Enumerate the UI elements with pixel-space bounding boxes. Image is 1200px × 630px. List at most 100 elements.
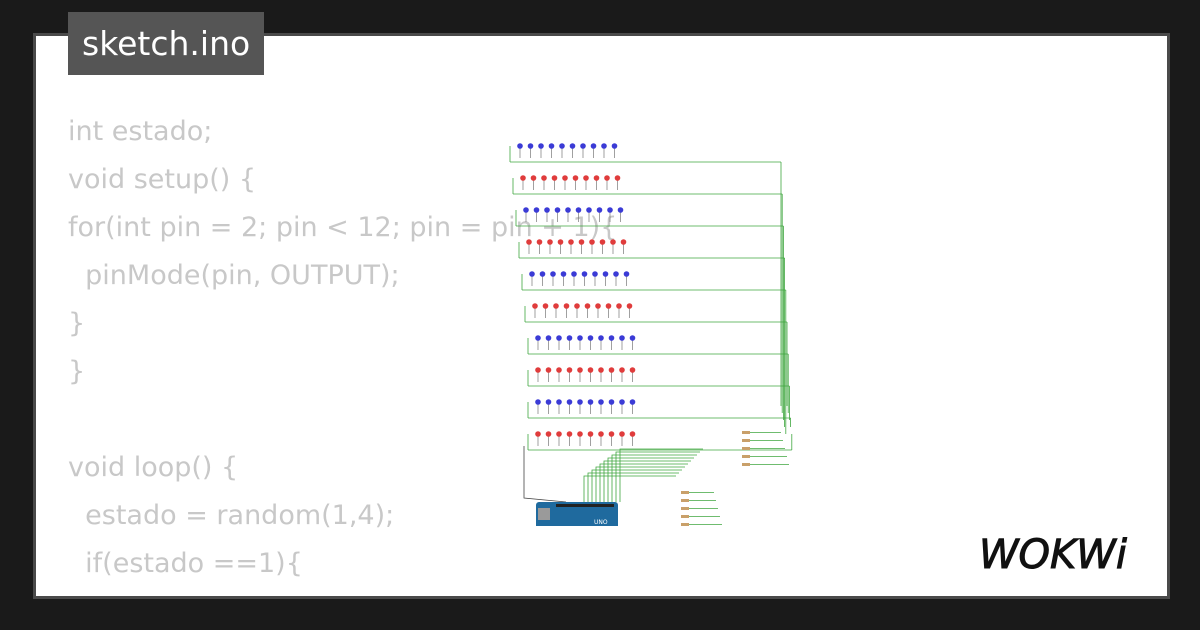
led <box>551 175 558 181</box>
led <box>598 335 604 341</box>
led <box>617 207 624 213</box>
led <box>533 207 540 213</box>
led <box>556 367 562 373</box>
led <box>538 143 544 149</box>
code-line: estado = random(1,4); <box>68 500 395 531</box>
led <box>542 303 549 309</box>
led <box>608 335 615 341</box>
wire <box>595 466 685 502</box>
resistor <box>681 515 689 518</box>
resistor <box>681 523 689 526</box>
led <box>619 367 625 373</box>
led <box>611 143 618 149</box>
led <box>601 143 607 149</box>
led <box>535 399 541 405</box>
led <box>592 271 598 277</box>
led <box>598 431 604 437</box>
led <box>572 175 579 181</box>
led <box>587 335 594 341</box>
led <box>566 335 573 341</box>
led <box>539 271 546 277</box>
led <box>604 175 610 181</box>
led <box>568 239 574 245</box>
led <box>605 303 612 309</box>
code-line: // ESTADO 1 <box>68 588 617 596</box>
code-line: void loop() { <box>68 452 239 483</box>
wire <box>615 451 700 502</box>
led <box>535 431 541 437</box>
led <box>536 239 543 245</box>
led <box>584 303 591 309</box>
code-line: if(estado ==1){ <box>68 548 303 579</box>
resistor <box>742 447 750 450</box>
led <box>619 335 625 341</box>
wire <box>523 446 567 503</box>
led <box>566 399 573 405</box>
led <box>578 239 585 245</box>
led <box>566 431 573 437</box>
led <box>517 143 523 149</box>
wire <box>603 460 691 502</box>
code-line: void setup() { <box>68 164 257 195</box>
led <box>629 335 636 341</box>
led <box>548 143 555 149</box>
resistor <box>742 463 750 466</box>
wire <box>607 457 694 502</box>
led <box>577 431 583 437</box>
led <box>550 271 556 277</box>
led <box>608 431 615 437</box>
led <box>529 271 535 277</box>
led <box>587 399 594 405</box>
led <box>535 367 541 373</box>
board-label: UNO <box>594 519 608 526</box>
led <box>556 431 562 437</box>
resistor <box>681 507 689 510</box>
led <box>577 399 583 405</box>
resistor <box>742 431 750 434</box>
led <box>545 367 552 373</box>
led <box>574 303 580 309</box>
led <box>629 367 636 373</box>
led <box>562 175 568 181</box>
led <box>629 399 636 405</box>
wire <box>611 454 697 502</box>
led <box>577 367 583 373</box>
led <box>553 303 559 309</box>
led <box>626 303 633 309</box>
led <box>520 175 526 181</box>
arduino-uno-icon <box>536 502 618 526</box>
led <box>613 271 619 277</box>
led <box>535 335 541 341</box>
wokwi-logo-icon: WOKWi <box>979 532 1127 579</box>
resistor <box>742 455 750 458</box>
led <box>544 207 550 213</box>
led <box>608 367 615 373</box>
led <box>547 239 553 245</box>
led <box>587 431 594 437</box>
code-line: int estado; <box>68 116 213 147</box>
led <box>619 399 625 405</box>
led <box>607 207 613 213</box>
led <box>616 303 622 309</box>
code-line: } <box>68 356 86 387</box>
led <box>587 367 594 373</box>
usb-port <box>538 508 550 520</box>
logo-text: WOKWi <box>979 532 1127 578</box>
led <box>575 207 582 213</box>
led <box>565 207 571 213</box>
wire <box>587 472 679 502</box>
preview-card: int estado;void setup() {for(int pin = 2… <box>33 33 1170 599</box>
led <box>598 399 604 405</box>
led <box>580 143 586 149</box>
led <box>532 303 538 309</box>
resistor <box>681 499 689 502</box>
led <box>596 207 603 213</box>
led <box>557 239 564 245</box>
file-tab[interactable]: sketch.ino <box>68 12 265 75</box>
led <box>598 367 604 373</box>
led <box>541 175 547 181</box>
resistor <box>681 491 689 494</box>
circuit-diagram: UNO <box>509 143 793 526</box>
wire <box>583 475 676 502</box>
led <box>623 271 630 277</box>
